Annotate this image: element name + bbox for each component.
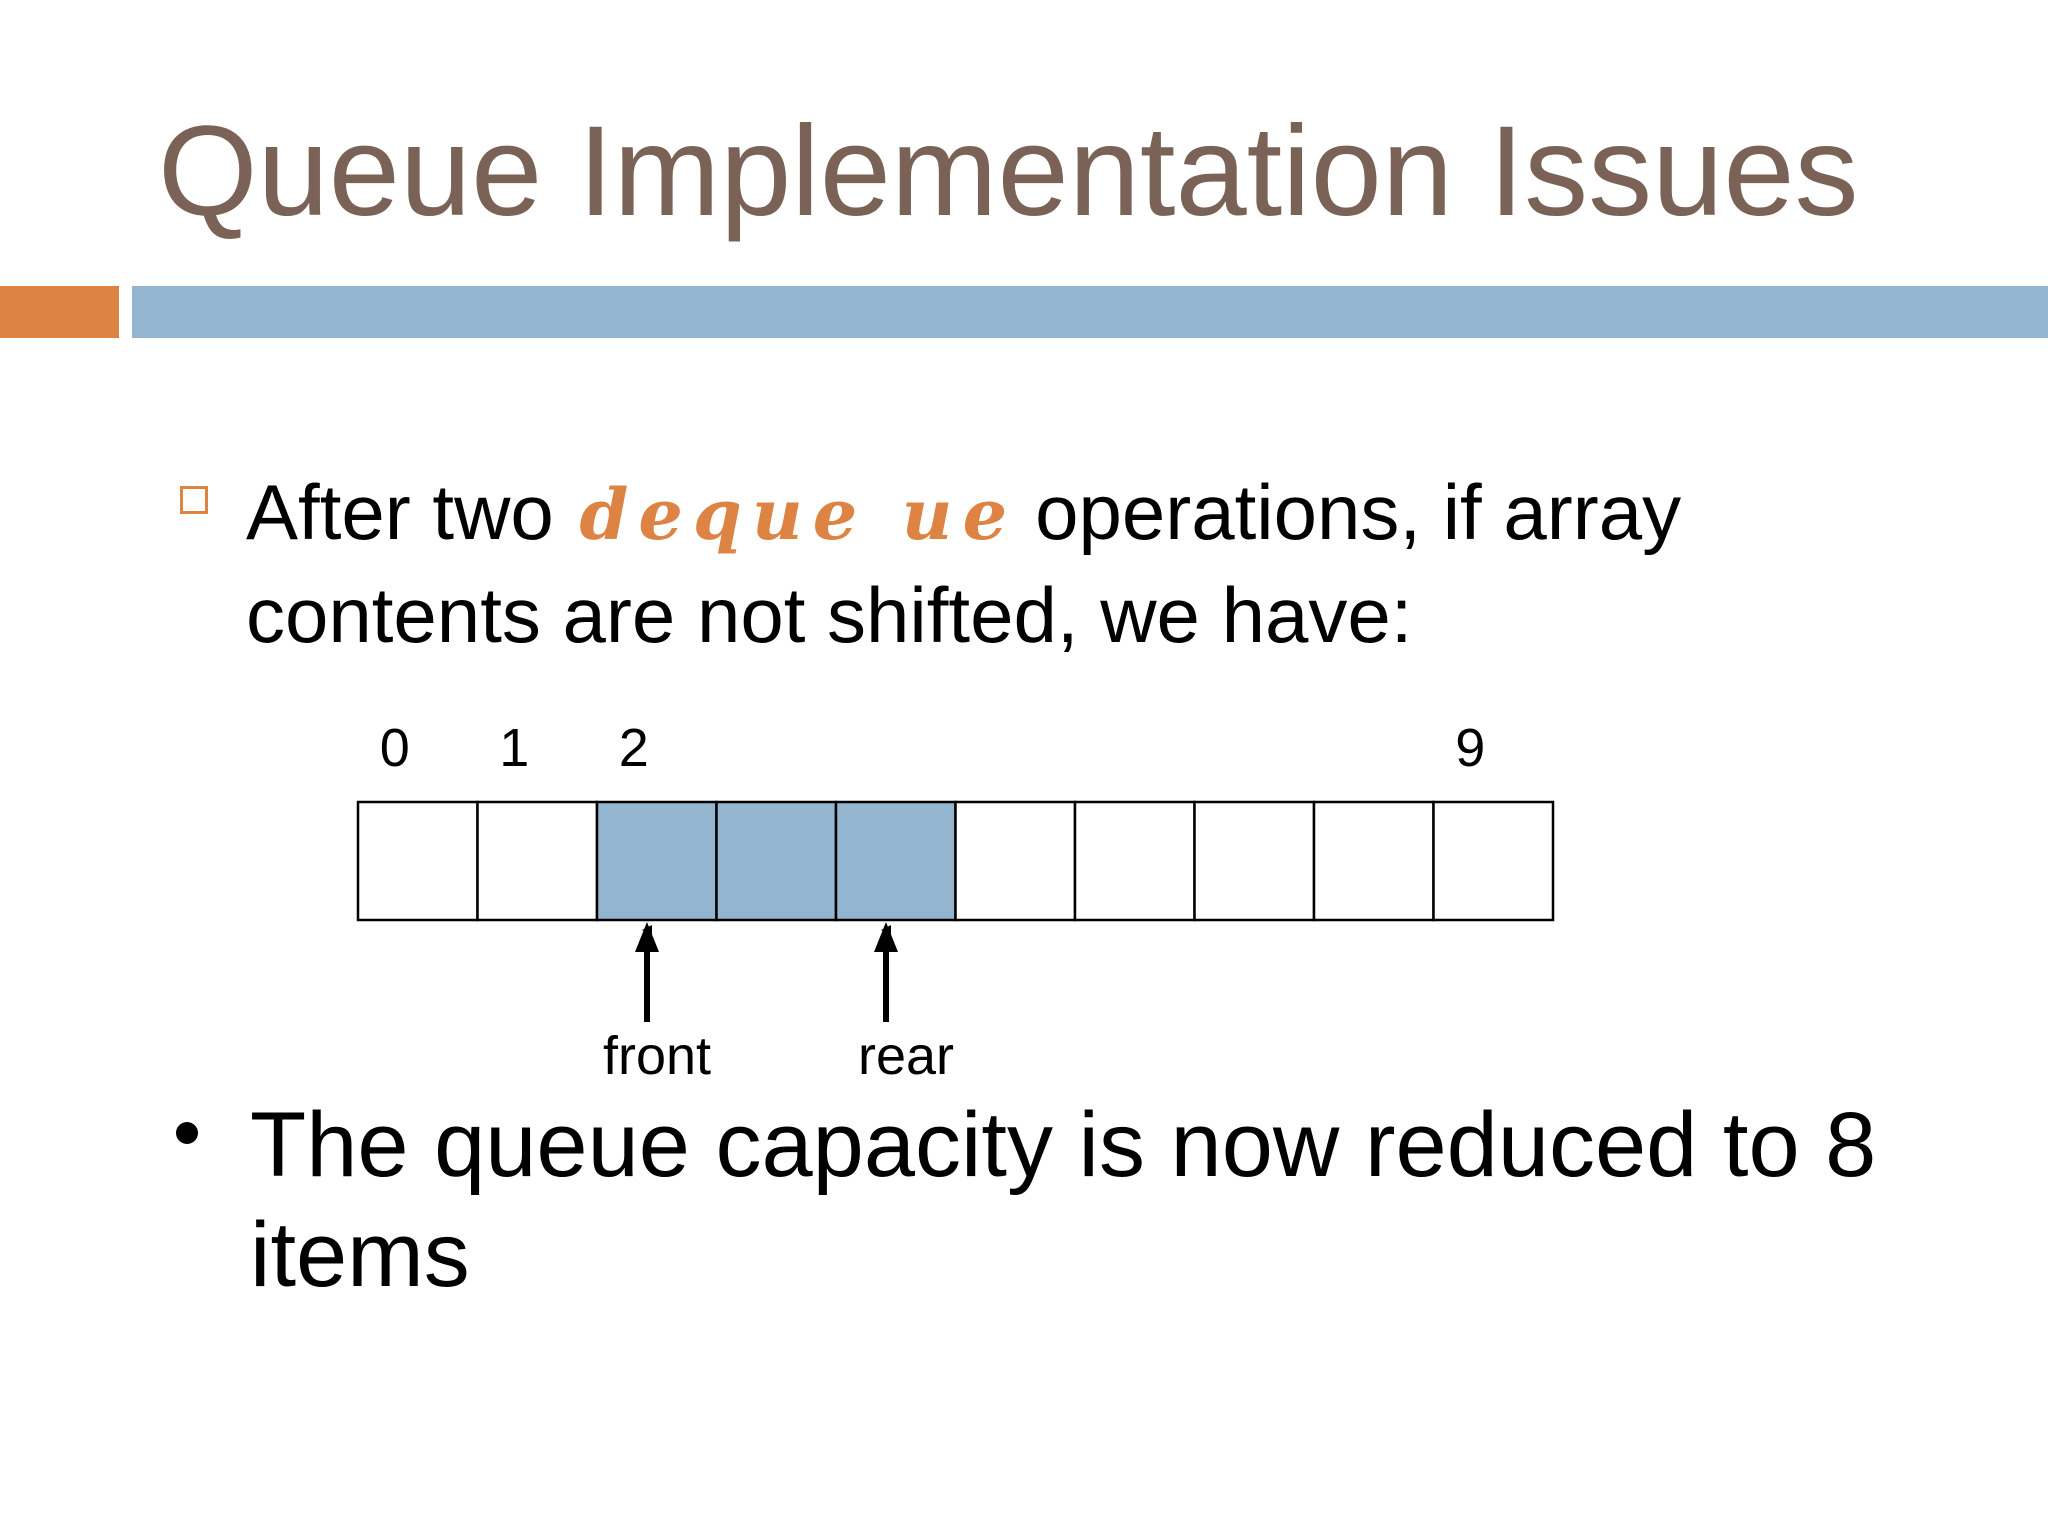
index-label-9: 9 <box>1455 718 1485 778</box>
array-cell-8 <box>1312 800 1435 922</box>
slide-title: Queue Implementation Issues <box>158 100 1859 243</box>
front-pointer-arrowhead <box>635 922 659 952</box>
front-pointer-label: front <box>603 1026 711 1086</box>
bullet-line-2: contents are not shifted, we have: <box>246 571 1413 659</box>
array-cell-3 <box>715 800 838 922</box>
array-cell-9 <box>1432 800 1555 922</box>
bullet-text-2: The queue capacity is now reduced to 8 i… <box>250 1094 1877 1306</box>
rear-pointer-label: rear <box>858 1026 954 1086</box>
bullet-prefix: After two <box>246 468 554 556</box>
array-cell-7 <box>1193 800 1316 922</box>
index-label-2: 2 <box>619 718 649 778</box>
array-cell-2 <box>595 800 718 922</box>
array-cell-0 <box>356 800 479 922</box>
square-bullet-icon <box>180 486 208 514</box>
bullet-suffix: operations, if array <box>1035 468 1682 556</box>
accent-bar-blue <box>132 286 2048 338</box>
array-cell-6 <box>1073 800 1196 922</box>
index-label-0: 0 <box>380 718 410 778</box>
index-label-1: 1 <box>499 718 529 778</box>
array-index-labels: 0 1 2 9 <box>380 718 1486 778</box>
rear-pointer-arrowhead <box>874 922 898 952</box>
array-cell-5 <box>954 800 1077 922</box>
accent-bar-orange <box>0 286 119 338</box>
array-cells <box>356 800 1555 922</box>
array-cell-4 <box>834 800 957 922</box>
dequeue-word: deque ue <box>579 473 1018 556</box>
round-bullet-icon <box>176 1122 198 1144</box>
array-cell-1 <box>476 800 599 922</box>
array-pointers: front rear <box>603 922 954 1086</box>
